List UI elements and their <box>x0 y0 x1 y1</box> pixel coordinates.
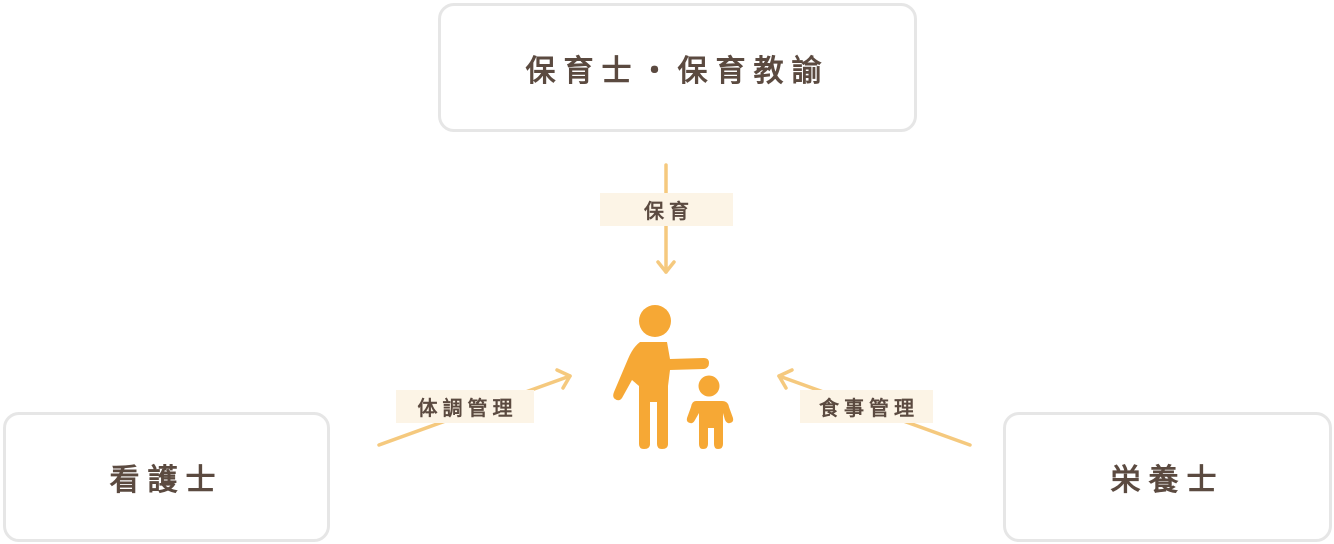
node-nutritionist: 栄養士 <box>1003 412 1332 542</box>
adult-and-child-icon <box>613 305 734 449</box>
node-childcare-worker: 保育士・保育教諭 <box>438 3 917 132</box>
edge-label-health-management: 体調管理 <box>396 390 534 423</box>
node-nurse: 看護士 <box>3 412 330 542</box>
edge-label-meal-management: 食事管理 <box>800 390 933 423</box>
edge-label-childcare: 保育 <box>600 193 733 226</box>
